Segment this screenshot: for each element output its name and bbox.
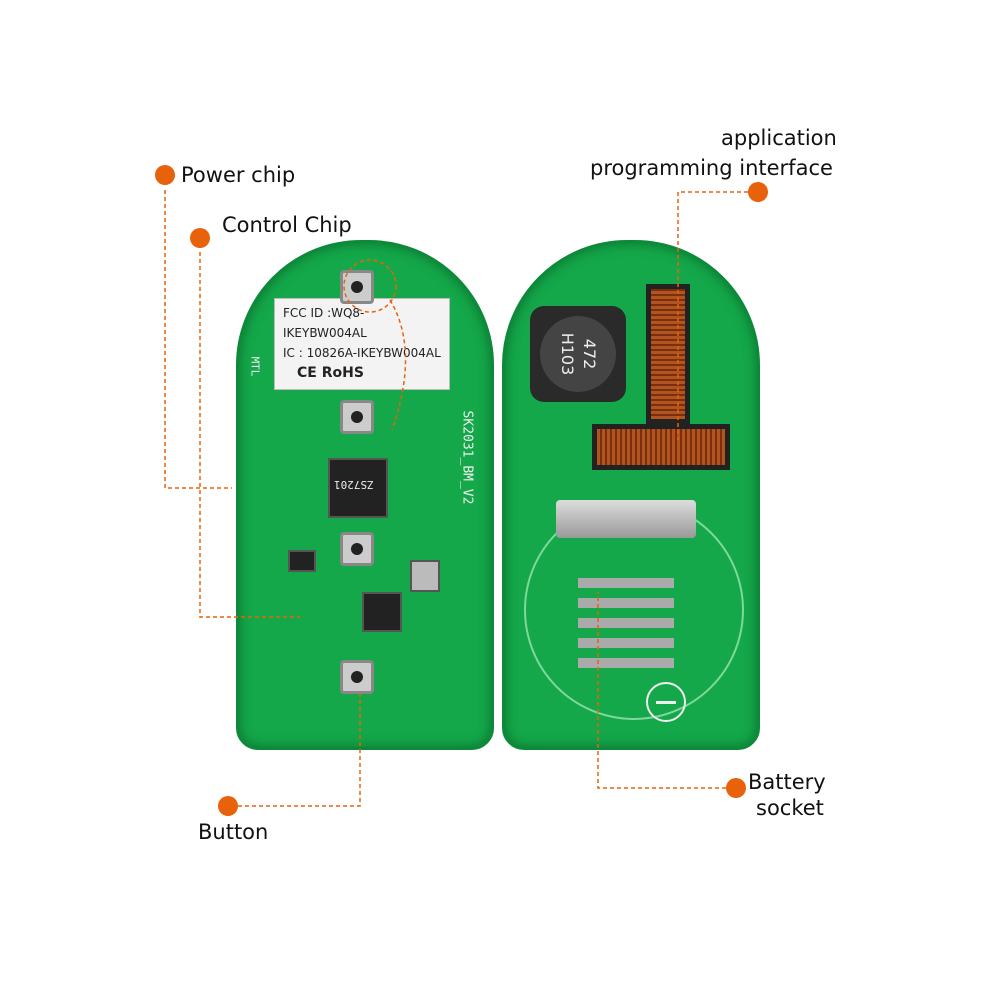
leader-power-chip [164, 190, 232, 489]
cert-marks: CE RoHS [297, 365, 364, 381]
battery-clip [556, 500, 696, 538]
power-chip [288, 550, 316, 572]
leader-button [238, 690, 361, 807]
antenna-coil-vertical [646, 284, 690, 424]
leader-api [677, 191, 748, 440]
control-chip-dot [190, 228, 210, 248]
battery-dot [726, 778, 746, 798]
api-dot [748, 182, 768, 202]
control-chip-label: Control Chip [222, 213, 352, 237]
antenna-coil-horizontal [592, 424, 730, 470]
battery-contact [578, 572, 674, 668]
fcc-sticker: FCC ID :WQ8-IKEYBW004AL IC : 10826A-IKEY… [274, 298, 450, 390]
api-label-2: programming interface [590, 156, 833, 180]
button-highlight [343, 259, 397, 313]
button-dot [218, 796, 238, 816]
button-top [340, 270, 374, 304]
leader-top-button [389, 299, 407, 431]
power-chip-dot [155, 165, 175, 185]
leader-control-chip [199, 252, 300, 618]
leader-battery [597, 592, 726, 789]
crystal [410, 560, 440, 592]
battery-label-1: Battery [748, 770, 826, 794]
button-3 [340, 532, 374, 566]
power-chip-label: Power chip [181, 163, 296, 187]
button-2 [340, 400, 374, 434]
api-label-1: application [721, 126, 837, 150]
battery-label-2: socket [756, 796, 824, 820]
inductor: 472 H103 [530, 306, 626, 402]
button-label: Button [198, 820, 269, 844]
ic-id: IC : 10826A-IKEYBW004AL [283, 346, 441, 360]
fcc-id: FCC ID :WQ8-IKEYBW004AL [283, 306, 367, 340]
control-chip: ZS7201 [328, 458, 388, 518]
button-bottom [340, 660, 374, 694]
minus-symbol [646, 682, 686, 722]
rf-chip [362, 592, 402, 632]
